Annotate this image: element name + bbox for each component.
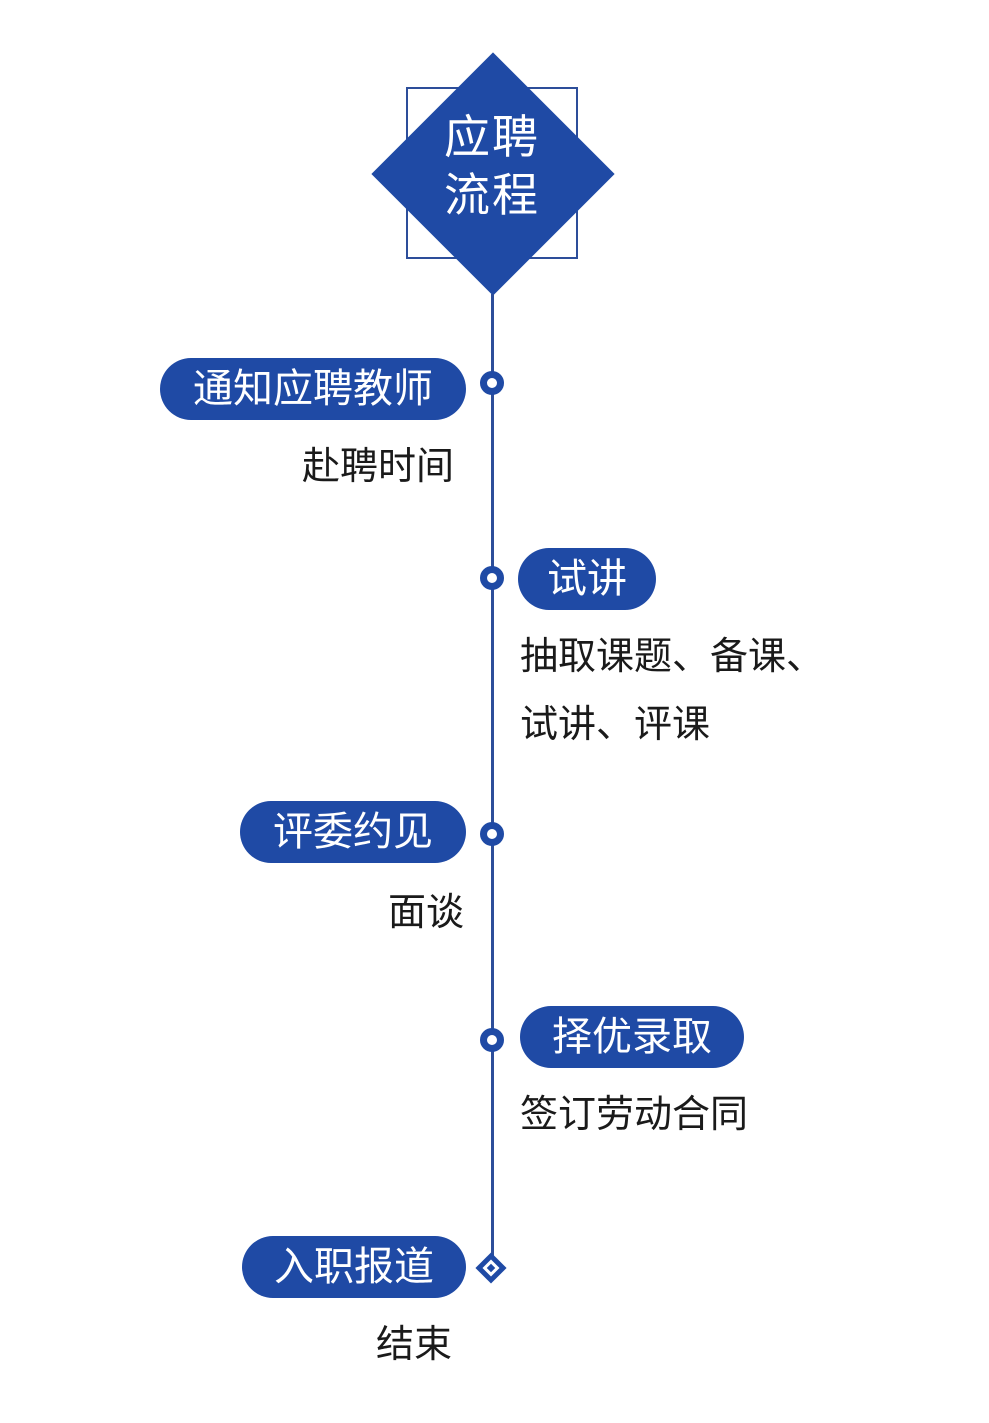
step-1-desc: 赴聘时间 <box>301 444 454 488</box>
title-line-1: 应聘 <box>444 110 540 164</box>
step-5-desc: 结束 <box>376 1322 453 1366</box>
step-4-label: 择优录取 <box>520 1006 744 1068</box>
step-2-desc-line-1: 抽取课题、备课、 <box>520 634 825 678</box>
step-2-node <box>480 566 504 590</box>
timeline-axis <box>491 294 494 1256</box>
step-5-label: 入职报道 <box>242 1236 466 1298</box>
end-diamond-node <box>475 1252 507 1284</box>
step-4-node <box>480 1028 504 1052</box>
step-2-label: 试讲 <box>518 548 656 610</box>
step-1-label: 通知应聘教师 <box>160 358 466 420</box>
step-3-desc: 面谈 <box>387 890 464 934</box>
title-line-2: 流程 <box>444 168 540 222</box>
step-1-node <box>480 371 504 395</box>
step-4-desc: 签订劳动合同 <box>520 1092 749 1136</box>
diagram-title: 应聘 流程 <box>412 108 572 224</box>
step-3-node <box>480 822 504 846</box>
step-3-label: 评委约见 <box>240 801 466 863</box>
step-2-desc-line-2: 试讲、评课 <box>520 702 711 746</box>
